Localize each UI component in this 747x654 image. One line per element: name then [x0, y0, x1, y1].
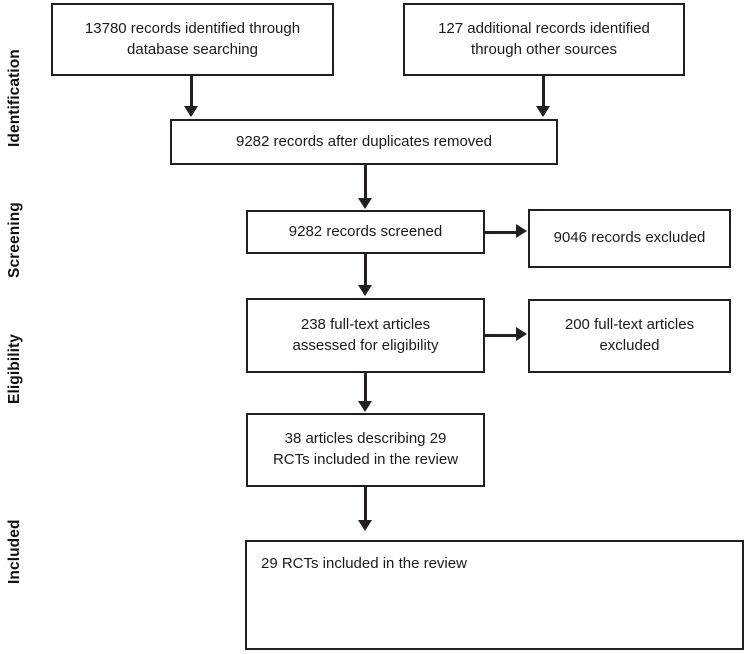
node-articles-included: 38 articles describing 29 RCTs included … — [246, 413, 485, 487]
connector-articles-to-rcts — [364, 487, 367, 522]
stage-label-included-text: Included — [6, 519, 23, 584]
connector-fulltext-to-excluded — [485, 334, 518, 337]
arrow-screened-to-fulltext — [358, 285, 372, 296]
node-records-screened: 9282 records screened — [246, 210, 485, 254]
node-after-duplicates-text: 9282 records after duplicates removed — [236, 132, 492, 150]
arrow-fulltext-to-excluded — [516, 327, 527, 341]
stage-label-eligibility: Eligibility — [2, 334, 28, 404]
arrow-screened-to-excluded — [516, 224, 527, 238]
connector-screened-to-excluded — [485, 231, 518, 234]
node-rcts-included-text: 29 RCTs included in the review — [261, 555, 467, 572]
arrow-database-to-duplicates — [184, 106, 198, 117]
node-after-duplicates: 9282 records after duplicates removed — [170, 119, 558, 165]
connector-duplicates-to-screened — [364, 165, 367, 200]
arrow-articles-to-rcts — [358, 520, 372, 531]
stage-label-identification-text: Identification — [6, 49, 23, 147]
node-rcts-included: 29 RCTs included in the review — [245, 540, 744, 650]
connector-other-sources-to-duplicates — [542, 76, 545, 108]
node-other-sources-records-text: 127 additional records identified throug… — [438, 19, 650, 58]
node-database-records: 13780 records identified through databas… — [51, 3, 334, 76]
arrow-duplicates-to-screened — [358, 198, 372, 209]
stage-label-eligibility-text: Eligibility — [6, 334, 23, 404]
node-records-excluded-text: 9046 records excluded — [553, 229, 706, 247]
connector-database-to-duplicates — [190, 76, 193, 108]
node-records-screened-text: 9282 records screened — [288, 222, 443, 240]
node-fulltext-assessed: 238 full-text articles assessed for elig… — [246, 298, 485, 373]
arrow-fulltext-to-articles — [358, 401, 372, 412]
node-fulltext-excluded-text: 200 full-text articles excluded — [564, 316, 695, 354]
stage-label-included: Included — [2, 519, 28, 584]
node-records-excluded: 9046 records excluded — [528, 209, 731, 268]
connector-fulltext-to-articles — [364, 373, 367, 403]
connector-screened-to-fulltext — [364, 254, 367, 286]
node-fulltext-assessed-text: 238 full-text articles assessed for elig… — [292, 315, 439, 354]
stage-label-identification: Identification — [2, 49, 28, 147]
arrow-other-sources-to-duplicates — [536, 106, 550, 117]
stage-label-screening: Screening — [2, 202, 28, 278]
node-fulltext-excluded: 200 full-text articles excluded — [528, 299, 731, 373]
stage-label-screening-text: Screening — [6, 202, 23, 278]
node-database-records-text: 13780 records identified through databas… — [84, 19, 301, 58]
node-articles-included-text: 38 articles describing 29 RCTs included … — [272, 430, 459, 468]
node-other-sources-records: 127 additional records identified throug… — [403, 3, 685, 76]
